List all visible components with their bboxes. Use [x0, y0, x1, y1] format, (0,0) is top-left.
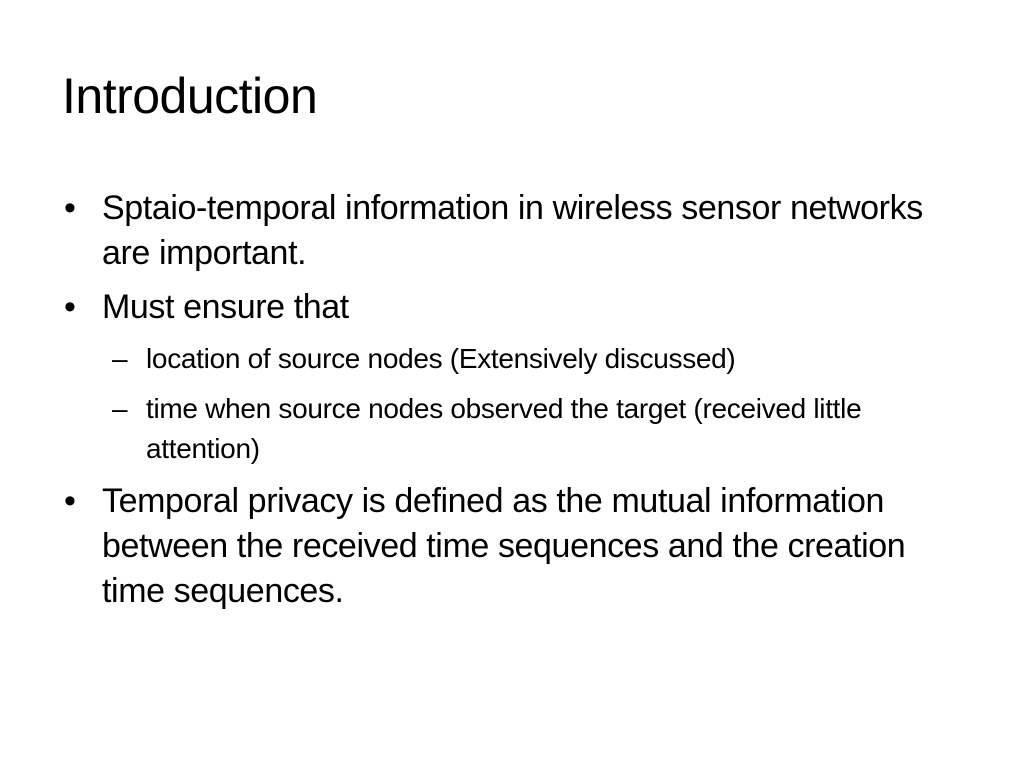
bullet-item: • Temporal privacy is defined as the mut… — [62, 479, 962, 614]
sub-bullet-item: – location of source nodes (Extensively … — [62, 339, 962, 379]
sub-bullet-item: – time when source nodes observed the ta… — [62, 389, 962, 469]
bullet-text: Must ensure that — [102, 288, 349, 326]
bullet-dot-icon: • — [64, 288, 76, 326]
bullet-dot-icon: • — [64, 189, 76, 227]
bullet-text: Sptaio-temporal information in wireless … — [102, 189, 923, 272]
sub-bullet-list: – location of source nodes (Extensively … — [62, 339, 962, 469]
bullet-dot-icon: • — [64, 482, 76, 520]
bullet-item: • Must ensure that — [62, 285, 962, 330]
bullet-item: • Sptaio-temporal information in wireles… — [62, 186, 962, 276]
sub-bullet-text: time when source nodes observed the targ… — [146, 393, 862, 464]
sub-bullet-text: location of source nodes (Extensively di… — [146, 343, 736, 374]
slide-title: Introduction — [62, 68, 318, 124]
dash-icon: – — [112, 393, 128, 424]
dash-icon: – — [112, 343, 128, 374]
bullet-list: • Sptaio-temporal information in wireles… — [62, 186, 962, 623]
bullet-text: Temporal privacy is defined as the mutua… — [102, 482, 906, 610]
